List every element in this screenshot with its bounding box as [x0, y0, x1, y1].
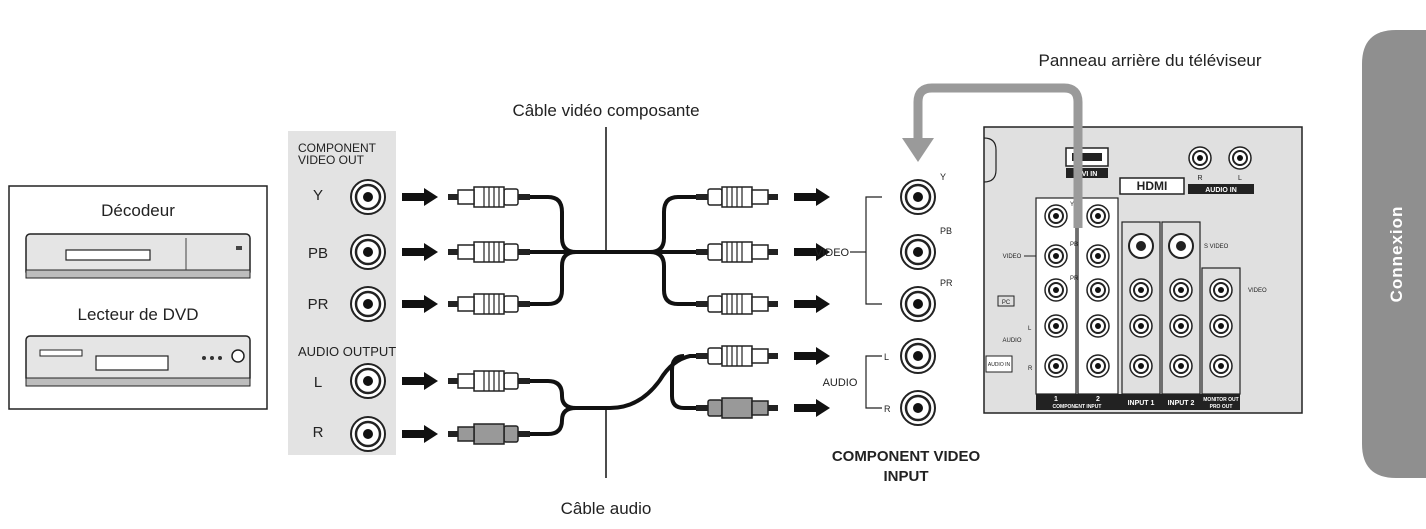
source-pb-jack — [349, 233, 387, 271]
input-pr-jack — [899, 285, 937, 323]
arrow-icon — [402, 372, 438, 390]
rca-plug-icon — [695, 241, 779, 263]
tv-audio-in-box-label: AUDIO IN — [988, 362, 1011, 368]
source-r-label: R — [313, 424, 324, 441]
audio-cable — [530, 354, 696, 436]
tv-back-panel: DVI IN HDMI R L AUDIO IN — [983, 126, 1303, 414]
rca-plug-icon — [447, 370, 531, 392]
input-y-jack — [899, 178, 937, 216]
component-video-input-block: VIDEO AUDIO Y PB PR L R COMPONENT VIDEO … — [815, 172, 981, 485]
tv-audio-l-label: L — [1238, 175, 1242, 182]
tv-video-left-label: VIDEO — [1003, 254, 1022, 260]
input-y-label: Y — [940, 172, 946, 182]
input-audio-l-jack — [899, 337, 937, 375]
rca-plug-icon — [695, 186, 779, 208]
source-pb-label: PB — [308, 245, 328, 262]
component-out-label-2: VIDEO OUT — [298, 153, 365, 167]
video-cable-label: Câble vidéo composante — [512, 101, 699, 120]
dvd-player-icon — [25, 335, 251, 387]
input-l-label: L — [884, 352, 889, 362]
tv-l-small-label: L — [1028, 326, 1032, 332]
tv-monitor-out-label: MONITOR OUT — [1203, 397, 1238, 403]
input-pr-label: PR — [940, 278, 953, 288]
audio-cable-label: Câble audio — [561, 499, 652, 518]
arrow-icon — [402, 425, 438, 443]
tv-audio-left-label: AUDIO — [1002, 338, 1021, 344]
hdmi-logo: HDMI — [1137, 179, 1168, 193]
arrow-icon — [794, 399, 830, 417]
tv-audio-in-l-jack — [1228, 146, 1252, 170]
rca-plug-icon — [447, 241, 531, 263]
tv-panel-arrow — [913, 83, 1083, 228]
tv-audio-in-label: AUDIO IN — [1205, 187, 1237, 194]
side-tab-label: Connexion — [1387, 206, 1406, 303]
source-pr-jack — [349, 285, 387, 323]
tv-s-video-label: S VIDEO — [1204, 244, 1229, 250]
tv-component-input-label: COMPONENT INPUT — [1053, 404, 1102, 410]
tv-video-right-label: VIDEO — [1248, 288, 1267, 294]
tv-panel-label: Panneau arrière du téléviseur — [1038, 51, 1261, 70]
tv-pb-label: PB — [1070, 242, 1078, 248]
tv-pro-out-label: PRO OUT — [1210, 404, 1233, 410]
dvi-in-label: DVI IN — [1077, 171, 1098, 178]
rca-plug-icon — [447, 186, 531, 208]
source-l-label: L — [314, 374, 322, 391]
source-y-jack — [349, 178, 387, 216]
arrow-icon — [794, 347, 830, 365]
input-r-label: R — [884, 404, 891, 414]
component-video-input-title-1: COMPONENT VIDEO — [832, 448, 981, 465]
decoder-label: Décodeur — [101, 201, 175, 220]
input-audio-label: AUDIO — [823, 377, 858, 389]
source-audio-l-jack — [349, 362, 387, 400]
input-pb-label: PB — [940, 226, 952, 236]
source-audio-r-jack — [349, 415, 387, 453]
tv-pc-label: PC — [1002, 300, 1011, 306]
tv-audio-r-label: R — [1197, 175, 1202, 182]
arrow-down-icon — [902, 138, 934, 162]
video-cable — [530, 195, 696, 306]
input-audio-r-jack — [899, 389, 937, 427]
tv-input2-label: INPUT 2 — [1168, 400, 1195, 407]
source-pr-label: PR — [308, 296, 329, 313]
rca-plug-icon — [695, 293, 779, 315]
tv-y-label: Y — [1070, 202, 1074, 208]
rca-plug-icon — [695, 397, 779, 419]
component-video-input-title-2: INPUT — [884, 468, 929, 485]
audio-output-label: AUDIO OUTPUT — [298, 344, 396, 359]
tv-audio-in-r-jack — [1188, 146, 1212, 170]
arrow-icon — [402, 295, 438, 313]
tv-input1-label: INPUT 1 — [1128, 400, 1155, 407]
arrow-icon — [794, 295, 830, 313]
side-tab: Connexion — [1362, 30, 1426, 478]
component-out-label-1: COMPONENT — [298, 141, 377, 155]
tv-col1-label: 1 — [1054, 396, 1058, 403]
dvd-label: Lecteur de DVD — [78, 305, 199, 324]
tv-pr-label: PR — [1070, 276, 1079, 282]
rca-plug-icon — [447, 423, 531, 445]
input-video-label: VIDEO — [815, 247, 850, 259]
arrow-icon — [402, 188, 438, 206]
arrow-icon — [794, 188, 830, 206]
decoder-device-icon — [25, 233, 251, 279]
tv-r-small-label: R — [1028, 366, 1033, 372]
tv-col2-label: 2 — [1096, 396, 1100, 403]
arrow-icon — [402, 243, 438, 261]
input-pb-jack — [899, 233, 937, 271]
rca-plug-icon — [447, 293, 531, 315]
source-y-label: Y — [313, 187, 323, 204]
rca-plug-icon — [695, 345, 779, 367]
